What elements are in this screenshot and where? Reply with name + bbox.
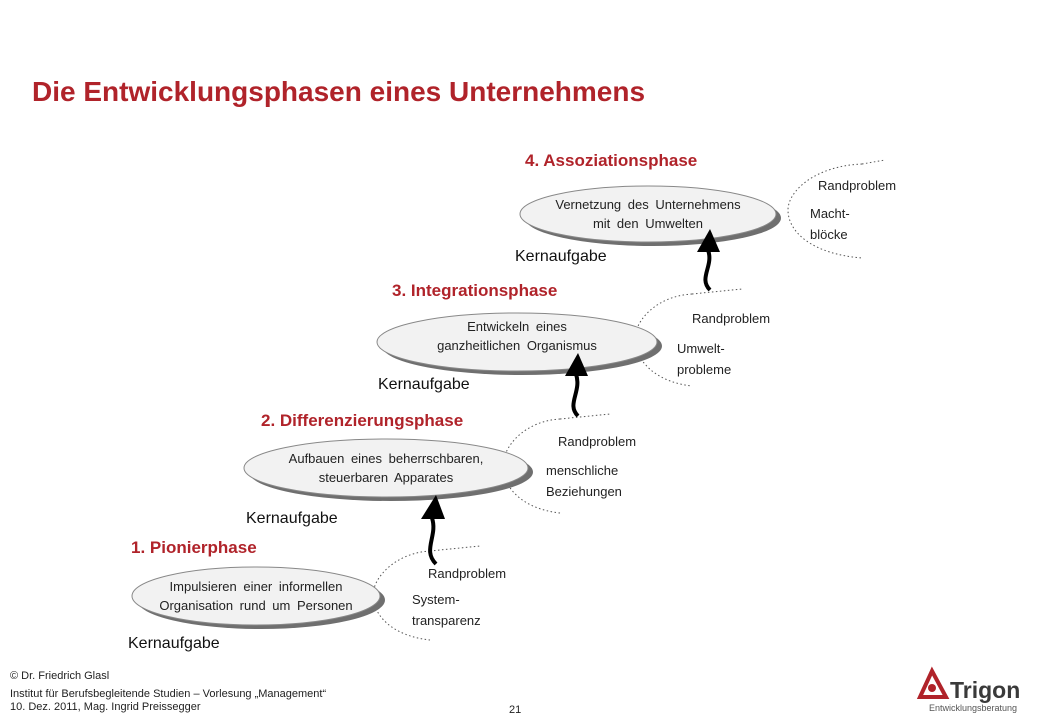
phase-3-problem-line1: Umwelt- <box>677 341 725 356</box>
phase-1-task: Impulsieren einer informellen Organisati… <box>132 577 380 615</box>
phase-3-shapes <box>376 288 743 387</box>
phase-2-problem: menschliche Beziehungen <box>546 460 622 502</box>
phase-1-task-ellipse <box>131 566 381 626</box>
phase-3-task-ellipse <box>376 312 658 372</box>
arrow-2-to-3 <box>571 373 580 418</box>
phase-1-problem-line1: System- <box>412 592 460 607</box>
phase-2-task-line1: Aufbauen eines beherrschbaren, <box>288 451 484 466</box>
phase-2-problem-line2: Beziehungen <box>546 484 622 499</box>
page-number: 21 <box>509 704 522 716</box>
phase-1-randproblem: Randproblem <box>428 566 507 581</box>
phase-4-task-line2: mit den Umwelten <box>592 216 704 231</box>
phase-4-shapes <box>519 159 886 259</box>
phase-3-kernaufgabe: Kernaufgabe <box>378 376 470 393</box>
phase-3-task-line1: Entwickeln eines <box>467 319 567 334</box>
phase-2-problem-line1: menschliche <box>546 463 619 478</box>
trigon-logo-subtitle: Entwicklungsberatung <box>929 703 1018 713</box>
phase-3-task: Entwickeln eines ganzheitlichen Organism… <box>377 317 657 355</box>
phase-1-kernaufgabe: Kernaufgabe <box>128 635 220 652</box>
phase-3-title: 3. Integrationsphase <box>392 281 558 300</box>
phase-3-randproblem: Randproblem <box>692 311 771 326</box>
phase-3-problem: Umwelt- probleme <box>677 338 731 380</box>
phase-1-task-line1: Impulsieren einer informellen <box>169 579 343 594</box>
phase-3-problem-top-line <box>691 288 743 295</box>
phase-4-problem-line2: blöcke <box>810 227 848 242</box>
phase-4-problem: Macht- blöcke <box>810 203 850 245</box>
footer-date: 10. Dez. 2011, Mag. Ingrid Preissegger <box>10 701 201 713</box>
phase-2-title: 2. Differenzierungsphase <box>261 411 464 430</box>
phase-1-problem-arc <box>372 550 431 641</box>
page-title: Die Entwicklungsphasen eines Unternehmen… <box>32 76 646 107</box>
phase-4-title: 4. Assoziationsphase <box>525 151 698 170</box>
phase-2-problem-top-line <box>559 413 611 420</box>
phase-4-task-line1: Vernetzung des Unternehmens <box>555 197 741 212</box>
phase-1-title: 1. Pionierphase <box>131 538 257 557</box>
phase-2-shapes <box>243 413 611 514</box>
phase-2-kernaufgabe: Kernaufgabe <box>246 510 338 527</box>
phase-4-kernaufgabe: Kernaufgabe <box>515 248 607 265</box>
footer-institute: Institut für Berufsbegleitende Studien –… <box>10 688 327 700</box>
phase-3-problem-arc <box>634 293 693 387</box>
phase-4-randproblem: Randproblem <box>818 178 897 193</box>
phase-1-problem: System- transparenz <box>412 589 481 631</box>
phase-2-task-line2: steuerbaren Apparates <box>318 470 454 485</box>
phase-1-shapes <box>131 545 481 641</box>
footer-author: © Dr. Friedrich Glasl <box>10 670 110 682</box>
arrow-1-to-2 <box>428 517 438 566</box>
phase-3-task-line2: ganzheitlichen Organismus <box>437 338 597 353</box>
arrow-3-to-4 <box>703 249 712 292</box>
trigon-logo-mark <box>916 666 950 699</box>
transition-arrows <box>421 229 720 566</box>
phase-1-problem-line2: transparenz <box>412 613 481 628</box>
phase-4-problem-line1: Macht- <box>810 206 850 221</box>
phase-1-task-line2: Organisation rund um Personen <box>159 598 353 613</box>
phase-2-randproblem: Randproblem <box>558 434 637 449</box>
phase-3-problem-line2: probleme <box>677 362 732 377</box>
phase-2-task-ellipse <box>243 438 529 498</box>
trigon-logo-name: Trigon <box>950 677 1021 703</box>
phase-1-problem-top-line <box>429 545 481 552</box>
phase-4-task: Vernetzung des Unternehmens mit den Umwe… <box>520 195 776 233</box>
phase-2-task: Aufbauen eines beherrschbaren, steuerbar… <box>244 449 528 487</box>
phase-4-problem-top-line <box>861 159 886 165</box>
phase-4-task-ellipse <box>519 185 777 243</box>
